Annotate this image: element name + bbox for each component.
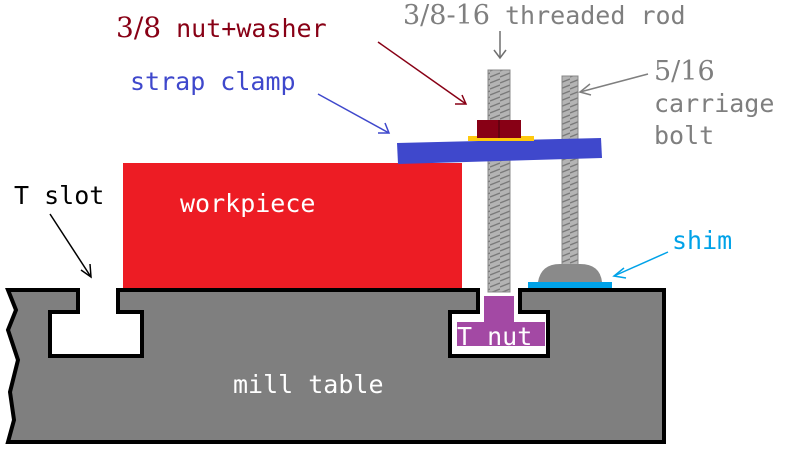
label-strap-clamp: strap clamp [130, 67, 296, 96]
arrow-threaded-rod [493, 31, 507, 60]
threaded-rod [487, 69, 511, 293]
label-carriage: carriage [654, 89, 774, 118]
label-shim: shim [672, 226, 732, 255]
arrow-shim [612, 251, 669, 279]
label-workpiece: workpiece [180, 189, 315, 218]
arrow-carriage-bolt [578, 73, 649, 96]
label-bolt: bolt [654, 121, 714, 150]
shim [528, 282, 612, 288]
strap-clamp [397, 138, 602, 164]
t-nut-neck [484, 296, 514, 326]
label-bolt-size: 5/16 [654, 56, 715, 87]
workpiece [123, 163, 462, 288]
arrow-t-slot [49, 213, 92, 279]
label-t-nut: T nut [457, 322, 532, 351]
carriage-bolt-head [538, 264, 602, 282]
label-threaded-rod: 3/8-16 threaded rod [403, 0, 686, 31]
carriage-bolt-shank [561, 75, 579, 267]
arrow-strap-clamp [317, 93, 391, 134]
label-t-slot: T slot [14, 181, 104, 210]
mill-table [5, 288, 666, 444]
label-nut-washer: 3/8 nut+washer [116, 11, 327, 44]
washer [468, 136, 534, 141]
arrow-nut-washer [377, 41, 468, 105]
label-mill-table: mill table [233, 370, 384, 399]
